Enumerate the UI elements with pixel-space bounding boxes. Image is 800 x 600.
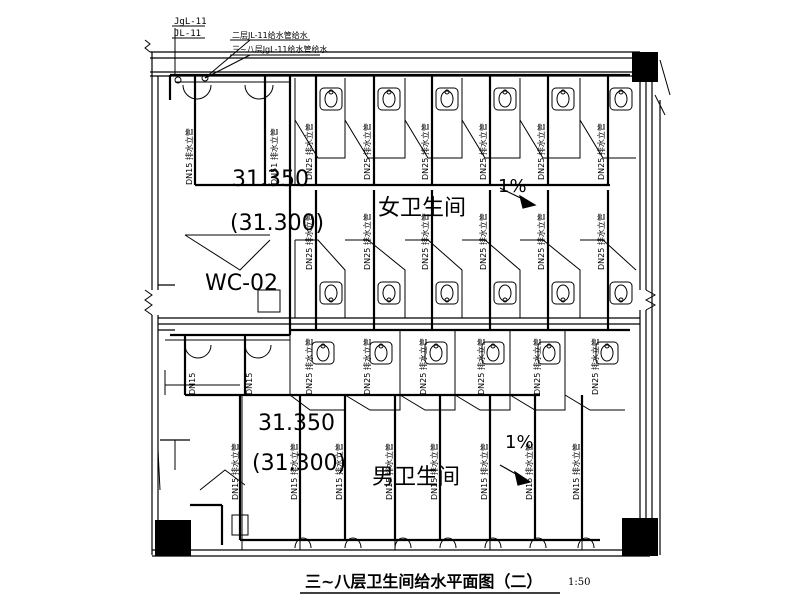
male-elevation: 31.350 xyxy=(258,411,335,436)
slope-female: 1% xyxy=(498,176,527,197)
pipe-label: DN15 排水立管 xyxy=(479,443,489,500)
note-line-1: 二层JL-11给水管给水 xyxy=(232,30,308,40)
urinals xyxy=(231,514,595,549)
partitions-female-lower xyxy=(294,239,637,318)
toilets-female-lower xyxy=(319,281,633,305)
pipe-label: DN25 排水立管 xyxy=(596,123,606,180)
wc-tag: WC-02 xyxy=(205,271,278,296)
pipe-label: DN15 排水立管 xyxy=(184,128,194,185)
pipe-label: DN15 排水立管 xyxy=(571,443,581,500)
entrance-sketch xyxy=(157,234,271,491)
partitions-female-upper xyxy=(294,78,636,185)
column-top-right xyxy=(632,52,658,82)
female-room-label: 女卫生间 xyxy=(378,196,466,221)
column-bottom-left xyxy=(155,520,191,556)
wash-basins xyxy=(164,81,290,395)
break-marks xyxy=(144,39,671,316)
pipe-label: DN15 排水立管 xyxy=(429,443,439,500)
pipe-labels: DN15 排水立管 DN51 排水立管 DN25 排水立管 DN25 排水立管 … xyxy=(184,123,606,500)
supply-pipes xyxy=(168,73,630,545)
toilet-f-u1 xyxy=(319,87,343,111)
pipe-label: DN25 排水立管 xyxy=(596,213,606,270)
pipe-label: DN25 排水立管 xyxy=(478,213,488,270)
pipe-label: DN25 排水立管 xyxy=(536,213,546,270)
female-elevation-alt: (31.300) xyxy=(230,211,324,236)
slope-male: 1% xyxy=(505,432,534,453)
pipe-label: DN25 排水立管 xyxy=(304,213,314,270)
column-bottom-right xyxy=(622,518,658,556)
riser-symbols xyxy=(172,25,320,84)
slope-arrows xyxy=(499,187,537,486)
drawing-scale: 1:50 xyxy=(568,577,590,588)
pipe-label: DN15 排水立管 xyxy=(524,443,534,500)
pipe-label: DN25 排水立管 xyxy=(476,338,486,395)
female-elevation: 31.350 xyxy=(232,167,309,192)
male-elevation-alt: (31.300) xyxy=(252,451,346,476)
pipe-label: DN25 排水立管 xyxy=(304,338,314,395)
pipe-label: DN25 排水立管 xyxy=(420,213,430,270)
pipe-label: DN25 排水立管 xyxy=(536,123,546,180)
pipe-label: DN15 排水立管 xyxy=(384,443,394,500)
pipe-label: DN15 排水立管 xyxy=(334,443,344,500)
toilet-f-u6 xyxy=(609,87,633,111)
pipe-label: DN25 排水立管 xyxy=(362,213,372,270)
partitions-male xyxy=(241,330,625,550)
toilet-f-u2 xyxy=(377,87,401,111)
male-room-label: 男卫生间 xyxy=(372,465,460,490)
pipe-label: DN25 排水立管 xyxy=(532,338,542,395)
riser-label-jgl: JgL-11 xyxy=(174,17,207,27)
pipe-label: DN25 排水立管 xyxy=(304,123,314,180)
pipe-label: DN25 排水立管 xyxy=(590,338,600,395)
toilet-f-u4 xyxy=(493,87,517,111)
riser-label-jl: JL-11 xyxy=(174,29,201,39)
drawing-title: 三~八层卫生间给水平面图（二） xyxy=(305,572,542,591)
pipe-label: DN51 排水立管 xyxy=(269,128,279,185)
toilet-f-u5 xyxy=(551,87,575,111)
pipe-label: DN15 排水立管 xyxy=(289,443,299,500)
toilets-male xyxy=(311,341,619,365)
toilets-female-upper xyxy=(319,87,633,111)
pipe-label: DN25 排水立管 xyxy=(362,338,372,395)
pipe-label: DN25 排水立管 xyxy=(362,123,372,180)
pipe-label: DN15 xyxy=(188,373,197,395)
pipe-label: DN25 排水立管 xyxy=(420,123,430,180)
pipe-label: DN15 xyxy=(245,373,254,395)
pipe-label: DN25 排水立管 xyxy=(418,338,428,395)
toilet-f-u3 xyxy=(435,87,459,111)
pipe-label: DN15 排水立管 xyxy=(230,443,240,500)
pipe-label: DN25 排水立管 xyxy=(478,123,488,180)
note-line-2: 三~八层JgL-11给水管给水 xyxy=(232,44,328,54)
